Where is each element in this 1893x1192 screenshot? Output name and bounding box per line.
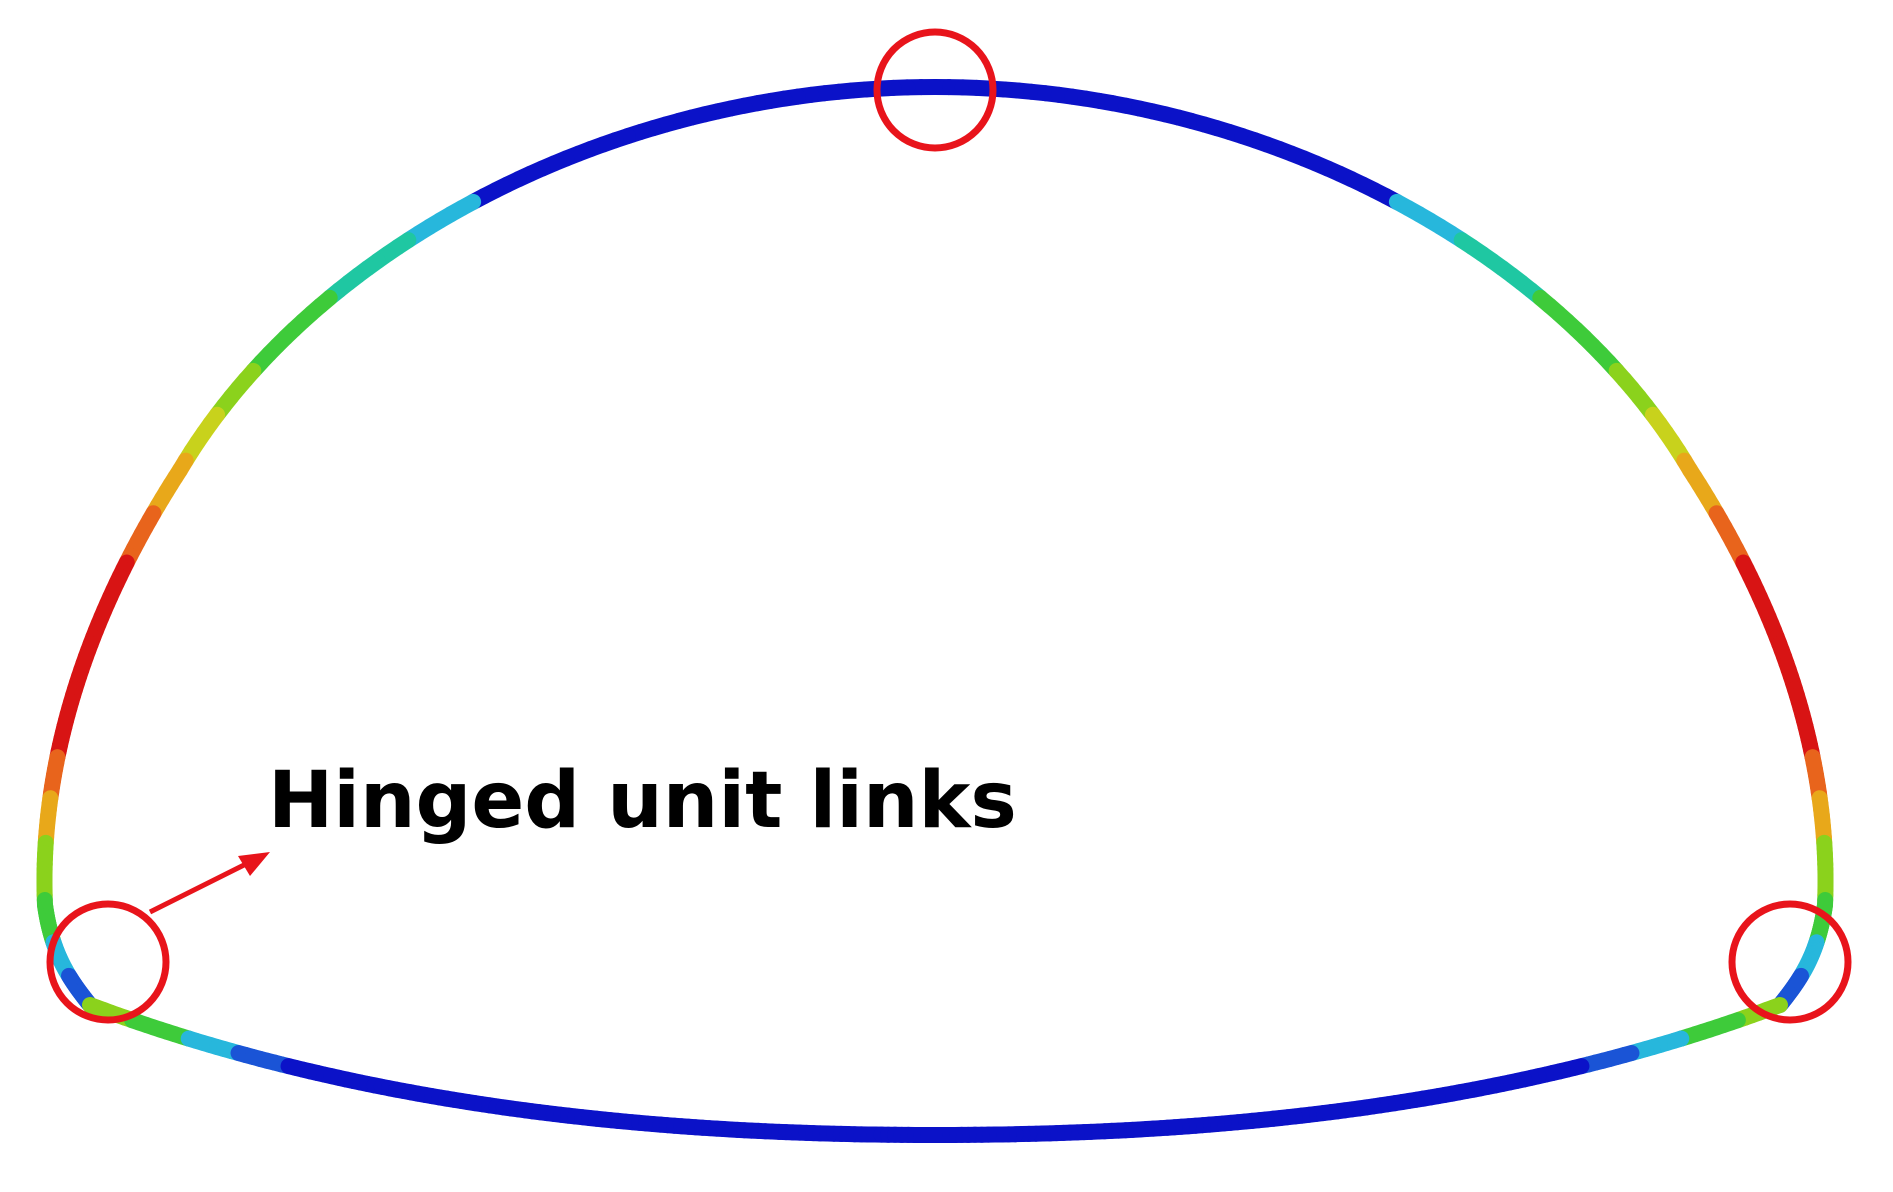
crown-hinge-marker xyxy=(873,28,997,152)
annotation-arrow xyxy=(148,852,270,915)
hinge-markers xyxy=(46,28,1852,1024)
annotation-label: Hinged unit links xyxy=(268,756,1017,846)
tunnel-lining-ring xyxy=(36,79,1834,1143)
right-hinge-marker xyxy=(1728,900,1852,1024)
left-hinge-marker xyxy=(46,900,170,1024)
arrow-shaft xyxy=(148,859,252,915)
arrow-head xyxy=(238,852,270,876)
